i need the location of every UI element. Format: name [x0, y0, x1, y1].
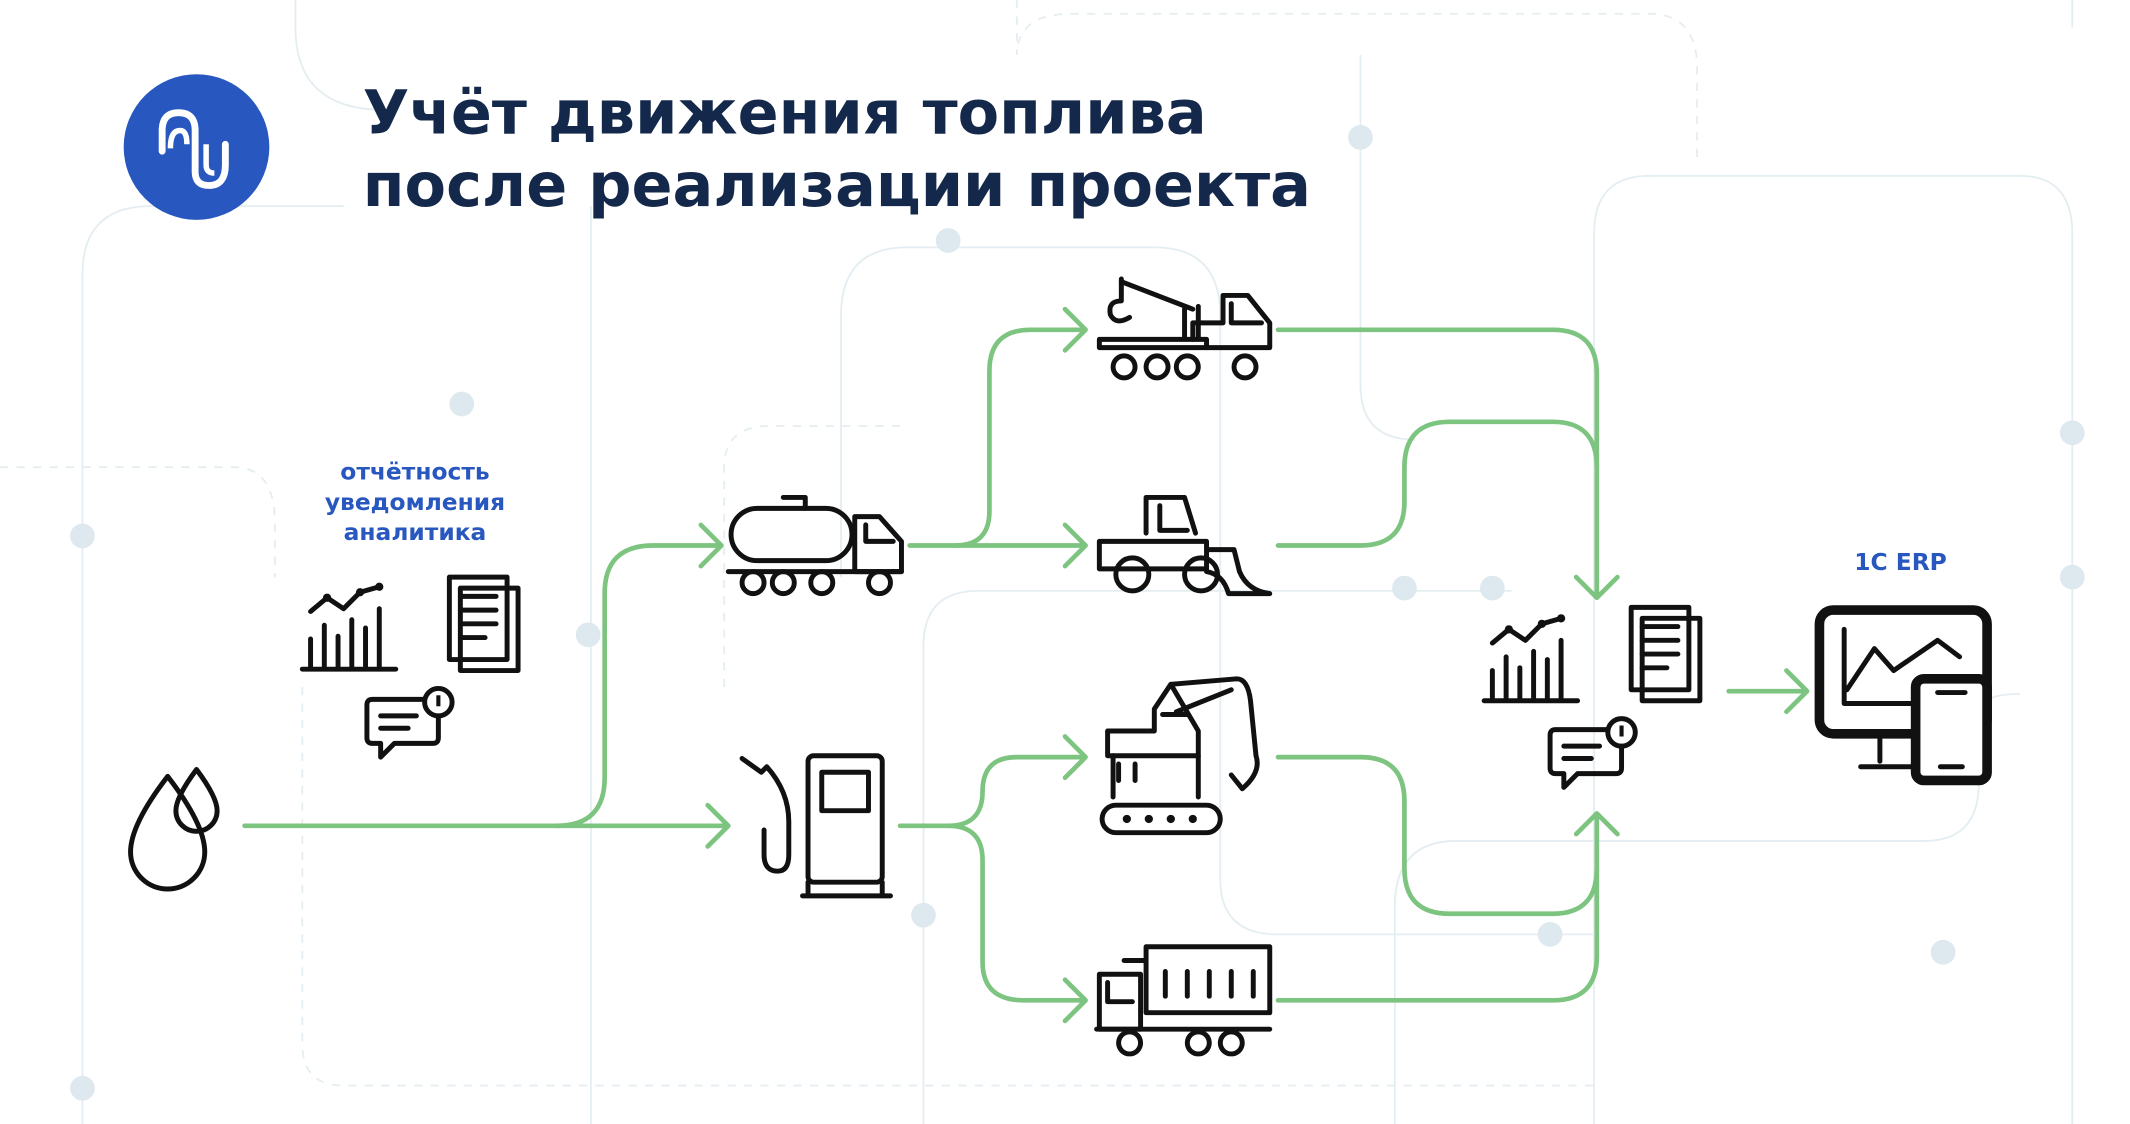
notification-chat-icon [1547, 716, 1638, 790]
document-icon [1628, 604, 1703, 704]
company-logo [123, 74, 270, 220]
background-pattern [0, 0, 2085, 1124]
label-notifications: уведомления [325, 488, 505, 516]
dump-truck-icon [1094, 944, 1273, 1057]
excavator-icon [1099, 676, 1260, 836]
page-title-line2: после реализации проекта [363, 151, 1311, 221]
flow-lines [242, 306, 1810, 1024]
bulldozer-icon [1096, 494, 1273, 597]
analytics-chart-icon [1481, 614, 1581, 704]
fuel-tanker-icon [725, 494, 904, 597]
erp-monitor-icon [1814, 605, 1992, 786]
outputs-label: отчётность уведомления аналитика [325, 458, 505, 546]
fuel-pump-icon [739, 753, 893, 899]
crane-truck-icon [1096, 276, 1273, 381]
erp-label: 1С ERP [1854, 548, 1947, 576]
analytics-chart-icon [299, 582, 399, 672]
notification-chat-icon [364, 685, 455, 760]
label-reporting: отчётность [340, 458, 489, 486]
fuel-drop-icon [128, 767, 220, 892]
page-title-line1: Учёт движения топлива [363, 78, 1207, 148]
label-analytics: аналитика [344, 518, 487, 546]
document-icon [446, 574, 521, 674]
